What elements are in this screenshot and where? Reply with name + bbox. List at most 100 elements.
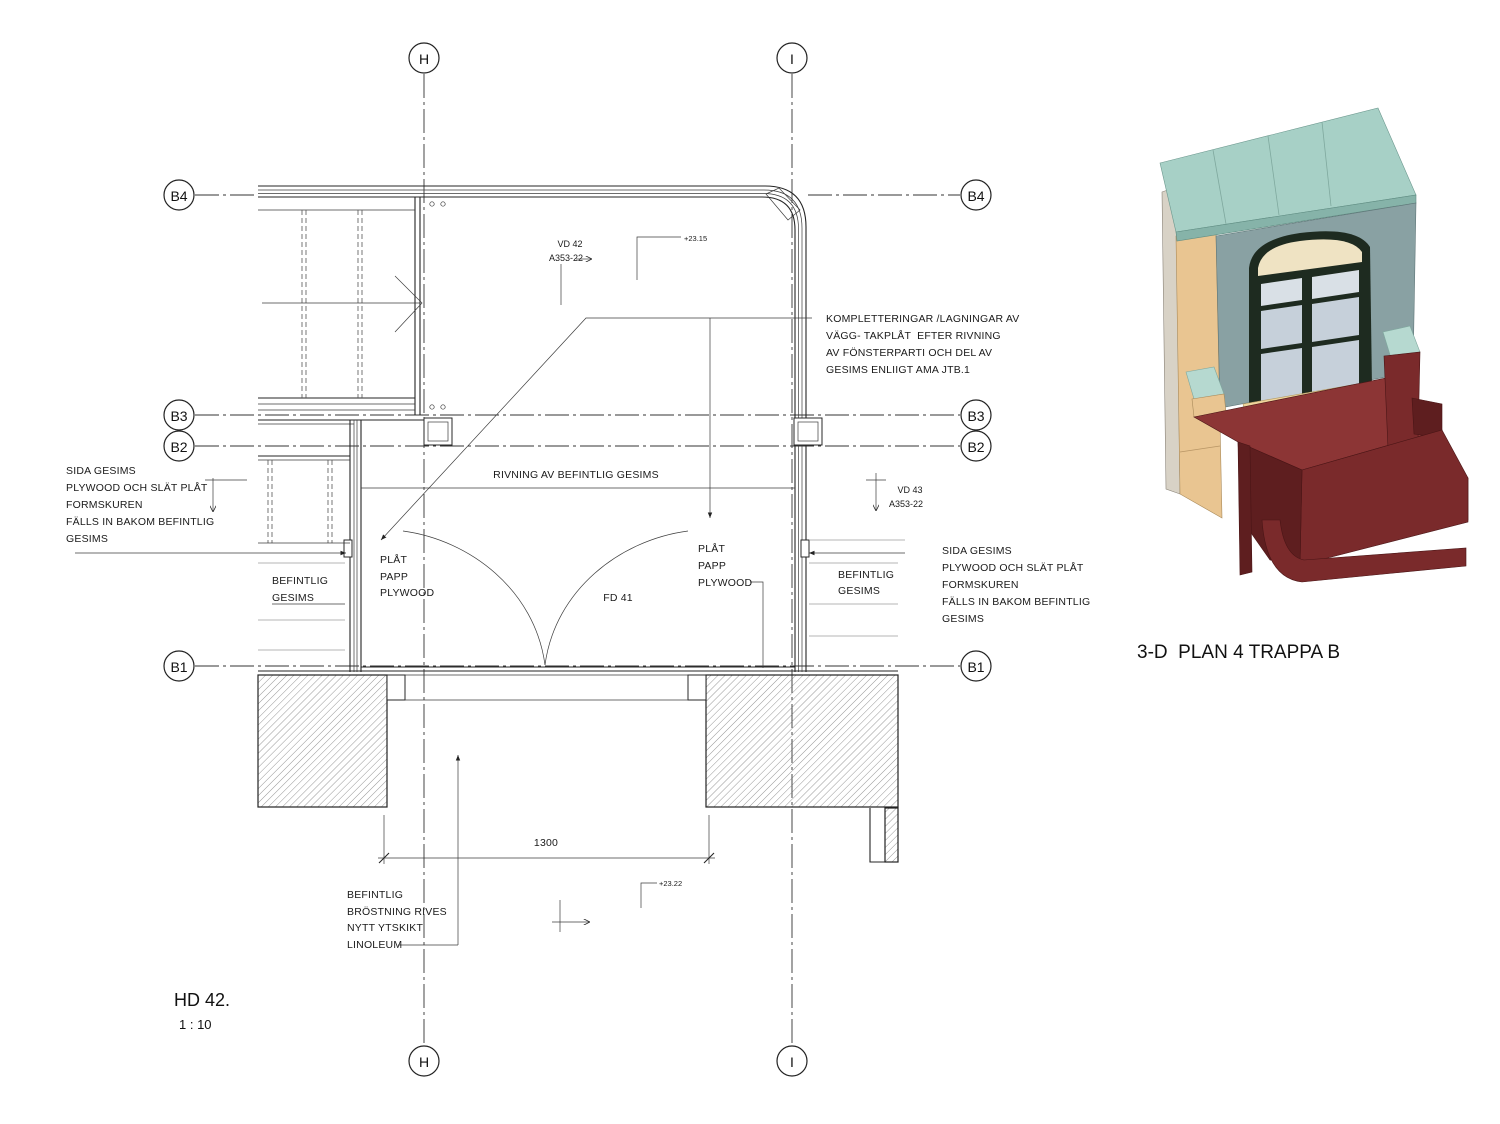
level-symbol <box>636 236 681 280</box>
grid-label-b3-left: B3 <box>170 408 187 424</box>
note-line: PLYWOOD <box>380 587 435 599</box>
demolition-note: RIVNING AV BEFINTLIG GESIMS <box>493 469 659 481</box>
leaders <box>75 317 905 946</box>
grid-bubble-i-bottom <box>776 1045 808 1077</box>
section-sheet: A353-22 <box>549 253 583 263</box>
render-glass-pane <box>1261 278 1302 306</box>
existing-cornice-left <box>258 455 350 651</box>
left-side-cornice-note: SIDA GESIMS PLYWOOD OCH SLÄT PLÅT FORMSK… <box>66 465 214 545</box>
note-line: BRÖSTNING RIVES <box>347 906 447 918</box>
grid-bubbles: H H I I B4 B4 B3 B3 B2 B2 B1 B1 <box>163 42 992 1077</box>
post-right-inner <box>797 421 819 442</box>
door-fd41 <box>361 530 795 668</box>
note-line: FÄLLS IN BAKOM BEFINTLIG <box>66 516 214 528</box>
grid-bubble-b2-left <box>163 430 195 462</box>
level-value: +23.22 <box>659 879 682 888</box>
note-line: PLYWOOD OCH SLÄT PLÅT <box>66 481 208 494</box>
note-line: BEFINTLIG <box>272 575 328 587</box>
note-line: PAPP <box>380 571 408 583</box>
direction-arrow <box>394 275 423 333</box>
render-bracket-rail <box>1261 519 1467 583</box>
grid-label-h-top: H <box>419 51 429 67</box>
wall-layer-line <box>258 189 803 672</box>
note-line: GESIMS <box>272 592 314 604</box>
level-mark-upper: +23.15 <box>636 234 707 280</box>
wall-outer-line <box>258 185 807 672</box>
render-3d <box>1159 107 1469 583</box>
dimension-tick <box>378 852 390 864</box>
level-mark-lower: +23.22 <box>640 879 682 908</box>
left-wall <box>343 420 810 672</box>
section-mark-vd42: VD 42 A353-22 <box>549 239 592 305</box>
level-value: +23.15 <box>684 234 707 243</box>
note-line: GESIMS <box>838 585 880 597</box>
top-note-line: GESIMS ENLIIGT AMA JTB.1 <box>826 364 970 376</box>
note-line: SIDA GESIMS <box>942 545 1012 557</box>
grid-bubble-b1-right <box>960 650 992 682</box>
drawing-scale: 1 : 10 <box>179 1017 212 1032</box>
dimension-1300: 1300 <box>378 815 715 864</box>
note-line: NYTT YTSKIKT <box>347 922 423 934</box>
bolt <box>440 404 446 410</box>
note-line: PAPP <box>698 560 726 572</box>
grid-label-b3-right: B3 <box>967 408 984 424</box>
grid-label-h-bottom: H <box>419 1054 429 1070</box>
left-existing-note: BEFINTLIG GESIMS <box>272 575 328 604</box>
jamb-left <box>386 674 406 701</box>
slab-step-hatch <box>884 807 899 863</box>
grid-label-b1-left: B1 <box>170 659 187 675</box>
post-left-inner <box>427 421 449 442</box>
note-line: LINOLEUM <box>347 939 402 951</box>
wall-inner-line <box>258 196 796 672</box>
grid-label-b4-right: B4 <box>967 188 984 204</box>
drawing-title: HD 42. <box>174 990 230 1010</box>
post-right <box>793 417 823 446</box>
note-line: FORMSKUREN <box>66 499 143 511</box>
section-sheet: A353-22 <box>889 499 923 509</box>
drawing-title-block: HD 42. 1 : 10 <box>174 990 230 1032</box>
grid-bubble-b3-right <box>960 399 992 431</box>
left-drop-mark <box>205 478 247 512</box>
floor-note: BEFINTLIG BRÖSTNING RIVES NYTT YTSKIKT L… <box>347 889 447 951</box>
top-note-line: KOMPLETTERINGAR /LAGNINGAR AV <box>826 313 1019 325</box>
grid-label-b2-right: B2 <box>967 439 984 455</box>
slab-hatch-right <box>705 674 899 808</box>
door-swing-left <box>402 530 546 666</box>
right-layers-leader <box>750 581 764 668</box>
bolt <box>429 404 435 410</box>
render-glass-pane <box>1261 348 1302 402</box>
view-direction-mark <box>552 900 590 932</box>
grid-label-b1-right: B1 <box>967 659 984 675</box>
right-wall-clip <box>800 539 810 558</box>
floor-slab <box>257 670 899 863</box>
grid-bubble-b4-right <box>960 179 992 211</box>
render-caption: 3-D PLAN 4 TRAPPA B <box>1137 642 1340 663</box>
corner-detail <box>765 187 801 221</box>
note-line: BEFINTLIG <box>838 569 894 581</box>
bolt <box>429 201 435 207</box>
note-line: PLYWOOD OCH SLÄT PLÅT <box>942 561 1084 574</box>
grid-bubble-b3-left <box>163 399 195 431</box>
grid-label-b2-left: B2 <box>170 439 187 455</box>
wall-layer-line <box>258 193 799 672</box>
grid-bubble-b2-right <box>960 430 992 462</box>
right-layers-note: PLÅT PAPP PLYWOOD <box>698 542 752 589</box>
render-beige-seam <box>1179 445 1221 453</box>
note-line: FÄLLS IN BAKOM BEFINTLIG <box>942 596 1090 608</box>
render-glass-pane <box>1312 270 1359 299</box>
roof-wall-section <box>258 185 807 672</box>
grid-bubble-i-top <box>776 42 808 74</box>
top-note-leader <box>380 317 812 541</box>
door-tag: FD 41 <box>603 592 633 604</box>
slab-hatch-left <box>257 674 388 808</box>
render-glass-pane <box>1312 297 1359 342</box>
level-symbol <box>640 882 657 908</box>
render-roof-seam <box>1267 135 1280 216</box>
section-id: VD 42 <box>557 239 582 249</box>
grid-lines <box>195 74 960 1045</box>
grid-bubble-b4-left <box>163 179 195 211</box>
dimension-tick <box>703 852 715 864</box>
left-wall-clip <box>343 539 353 558</box>
left-layers-note: PLÅT PAPP PLYWOOD <box>380 553 435 599</box>
